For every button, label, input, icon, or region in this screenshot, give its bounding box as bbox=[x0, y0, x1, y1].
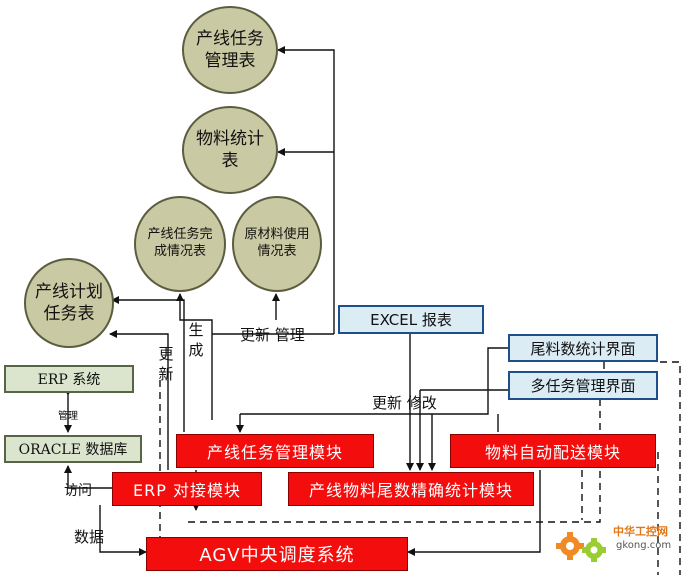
line-to-plan-2 bbox=[109, 330, 169, 470]
watermark-text: 中华工控网 bbox=[613, 525, 668, 538]
line-to-completion bbox=[176, 293, 213, 334]
watermark-url: gkong.com bbox=[616, 540, 672, 551]
tail-stats-ui-box: 尾料数统计界面 bbox=[508, 334, 658, 362]
line-delivery-agv bbox=[407, 470, 541, 556]
raw-usage-circle: 原材料使用 情况表 bbox=[232, 196, 322, 292]
gear-logo-icon bbox=[556, 532, 606, 562]
label-access: 访问 bbox=[64, 483, 92, 499]
excel-report-box: EXCEL 报表 bbox=[338, 305, 484, 334]
line-data bbox=[99, 505, 147, 556]
line-update-modify bbox=[240, 347, 508, 415]
oracle-db-box: ORACLE 数据库 bbox=[4, 435, 142, 463]
task-management-module: 产线任务管理模块 bbox=[176, 434, 374, 468]
completion-circle: 产线任务完 成情况表 bbox=[134, 196, 226, 292]
tail-count-module: 产线物料尾数精确统计模块 bbox=[288, 472, 534, 506]
label-data: 数据 bbox=[74, 528, 105, 546]
erp-system-box: ERP 系统 bbox=[4, 365, 134, 393]
label-generate-vertical: 生成 bbox=[188, 321, 204, 359]
plan-table-circle: 产线计划 任务表 bbox=[24, 258, 114, 348]
delivery-module: 物料自动配送模块 bbox=[450, 434, 656, 468]
line-to-task-table bbox=[277, 46, 335, 334]
dash-bottom bbox=[188, 380, 601, 523]
label-update-modify: 更新 修改 bbox=[372, 394, 437, 412]
dash-right-1 bbox=[660, 361, 681, 575]
erp-interface-module: ERP 对接模块 bbox=[112, 472, 262, 506]
label-update-vertical: 更新 bbox=[158, 345, 174, 383]
agv-scheduling-system: AGV中央调度系统 bbox=[146, 537, 408, 571]
task-table-circle: 产线任务 管理表 bbox=[182, 6, 278, 94]
multitask-ui-box: 多任务管理界面 bbox=[508, 371, 658, 400]
material-stats-circle: 物料统计 表 bbox=[182, 106, 278, 194]
line-access bbox=[64, 465, 112, 489]
label-manage: 管理 bbox=[58, 411, 78, 422]
line-to-plan-1 bbox=[111, 296, 185, 432]
label-update-manage: 更新 管理 bbox=[240, 326, 305, 344]
